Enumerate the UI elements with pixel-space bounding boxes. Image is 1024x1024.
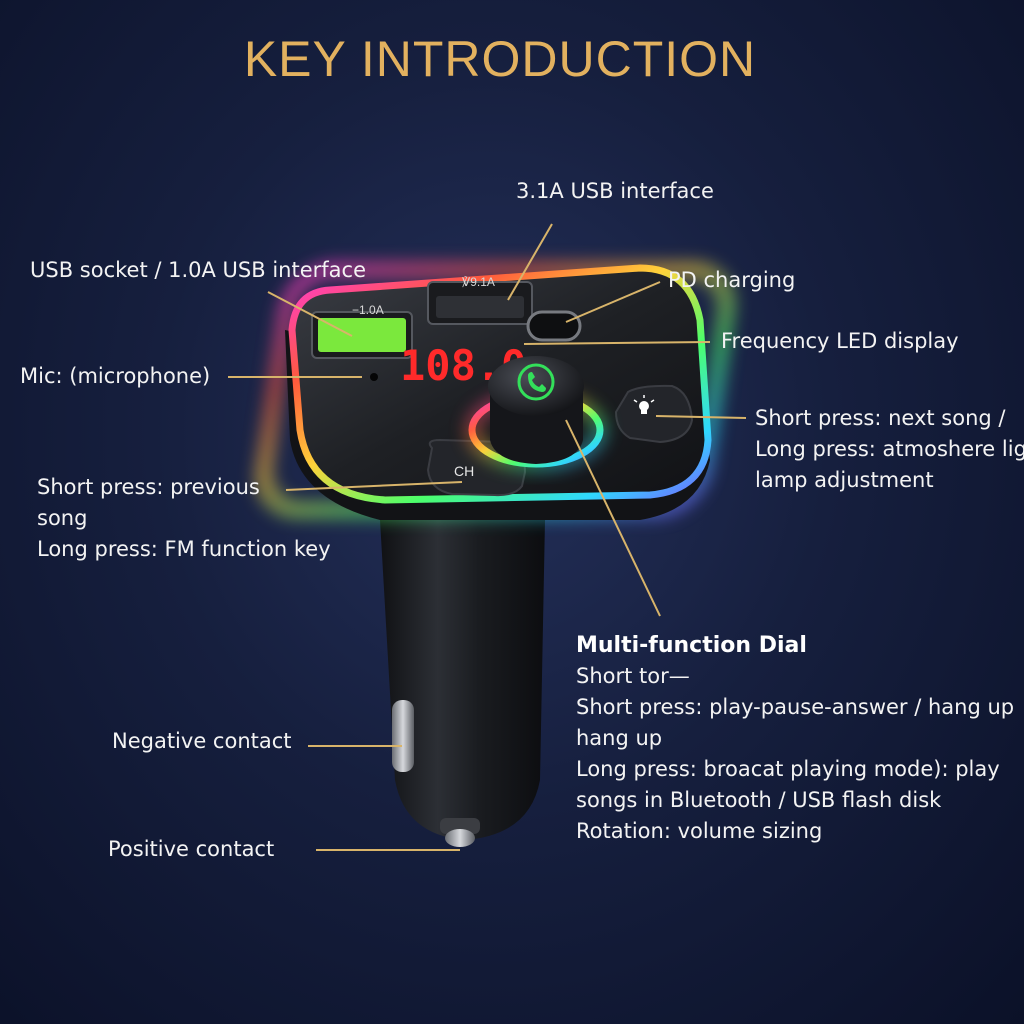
charger-barrel <box>380 520 545 840</box>
label-dial-line-4: Long press: broacat playing mode): play <box>576 757 1000 781</box>
label-dial-line-1: Short tor— <box>576 664 690 688</box>
label-previous-song: Short press: previous song Long press: F… <box>37 472 331 565</box>
label-prev-line-1: Short press: previous <box>37 475 260 499</box>
label-usb-socket: USB socket / 1.0A USB interface <box>30 258 366 282</box>
label-usb-31: 3.1A USB interface <box>516 179 714 203</box>
leader-next <box>655 415 747 419</box>
label-dial-title: Multi-function Dial <box>576 633 807 658</box>
positive-contact-tip <box>445 829 475 847</box>
label-next-line-1: Short press: next song / <box>755 406 1006 430</box>
usb-port-right-label: ℣9.1A <box>462 275 495 289</box>
label-next-line-2: Long press: atmoshere ligh <box>755 437 1024 461</box>
label-frequency-display: Frequency LED display <box>721 329 959 353</box>
leader-freq <box>523 341 711 345</box>
label-next-song: Short press: next song / Long press: atm… <box>755 403 1024 496</box>
label-multi-function-dial: Multi-function Dial Short tor— Short pre… <box>576 630 1014 847</box>
usb-port-left-label: −1.0A <box>352 303 384 317</box>
label-prev-line-2: song <box>37 506 88 530</box>
page-title: KEY INTRODUCTION <box>243 31 757 87</box>
leader-dial <box>565 419 661 617</box>
bulb-icon <box>633 395 655 414</box>
light-button[interactable] <box>614 384 694 444</box>
label-negative-contact: Negative contact <box>112 729 292 753</box>
label-next-line-3: lamp adjustment <box>755 468 934 492</box>
leader-usb-31 <box>507 223 553 301</box>
leader-pd <box>565 281 661 323</box>
label-pd-charging: PD charging <box>668 268 796 292</box>
label-positive-contact: Positive contact <box>108 837 275 861</box>
label-dial-line-3: hang up <box>576 726 663 750</box>
negative-contact-spring <box>392 700 414 772</box>
ch-button-label: CH <box>454 463 474 479</box>
rgb-light-ring <box>288 264 712 504</box>
label-dial-line-2: Short press: play-pause-answer / hang up <box>576 695 1015 719</box>
label-dial-line-5: songs in Bluetooth / USB flash disk <box>576 788 942 812</box>
label-mic: Mic: (microphone) <box>20 364 211 388</box>
phone-icon <box>517 363 555 401</box>
mic-hole <box>370 373 378 381</box>
leader-prev <box>285 481 463 491</box>
label-prev-line-3: Long press: FM function key <box>37 537 331 561</box>
label-dial-line-6: Rotation: volume sizing <box>576 819 823 843</box>
pd-port <box>526 310 582 342</box>
leader-usb-socket <box>267 291 353 337</box>
